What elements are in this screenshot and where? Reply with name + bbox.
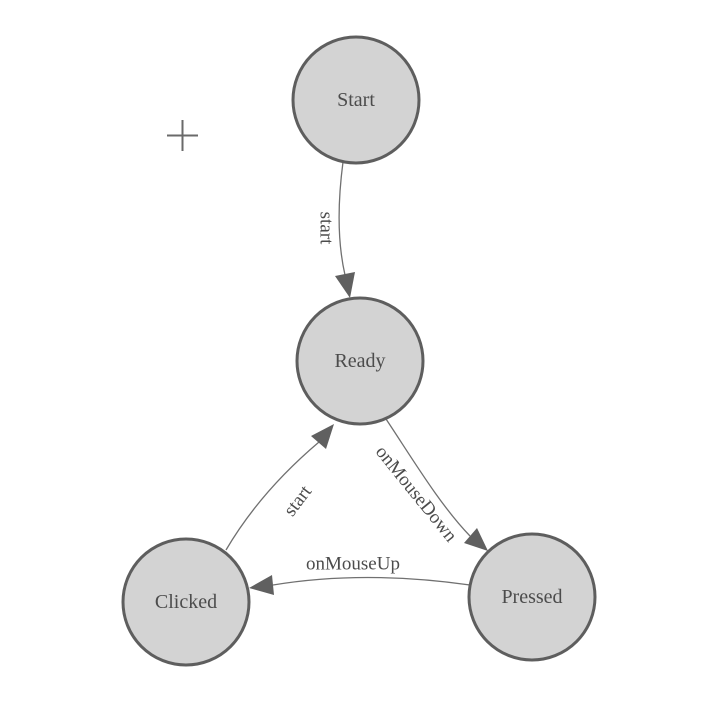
- edge-pressed-to-clicked[interactable]: onMouseUp: [249, 554, 471, 596]
- edge-clicked-to-ready[interactable]: start: [225, 424, 334, 551]
- node-pressed-label: Pressed: [501, 586, 562, 608]
- node-start[interactable]: Start: [291, 35, 421, 165]
- edge-clicked-to-ready-line: [225, 441, 320, 551]
- edge-pressed-to-clicked-line: [272, 576, 471, 586]
- node-ready-circle: [295, 296, 425, 426]
- edge-label-onmouseup: onMouseUp: [306, 554, 400, 575]
- edge-label-start-1: start: [316, 212, 337, 245]
- edge-label-start-2: start: [280, 481, 317, 520]
- arrowhead-into-ready-bottom: [311, 424, 334, 449]
- edge-start-to-ready-line: [338, 161, 346, 276]
- edge-label-onmousedown: onMouseDown: [371, 442, 461, 547]
- arrowhead-into-pressed: [464, 528, 488, 551]
- node-clicked[interactable]: Clicked: [121, 537, 251, 667]
- arrowhead-into-ready-top: [335, 272, 355, 298]
- node-clicked-label: Clicked: [155, 591, 217, 613]
- arrowhead-into-clicked: [249, 575, 274, 595]
- node-start-circle: [291, 35, 421, 165]
- node-ready-label: Ready: [334, 350, 385, 372]
- edge-ready-to-pressed[interactable]: onMouseDown: [371, 418, 488, 551]
- node-pressed[interactable]: Pressed: [467, 532, 597, 662]
- edge-ready-to-pressed-line: [385, 418, 471, 537]
- node-clicked-circle: [121, 537, 251, 667]
- origin-crosshair-icon: [167, 120, 198, 151]
- node-ready[interactable]: Ready: [295, 296, 425, 426]
- node-pressed-circle: [467, 532, 597, 662]
- node-start-label: Start: [337, 89, 375, 111]
- edge-start-to-ready[interactable]: start: [316, 161, 356, 298]
